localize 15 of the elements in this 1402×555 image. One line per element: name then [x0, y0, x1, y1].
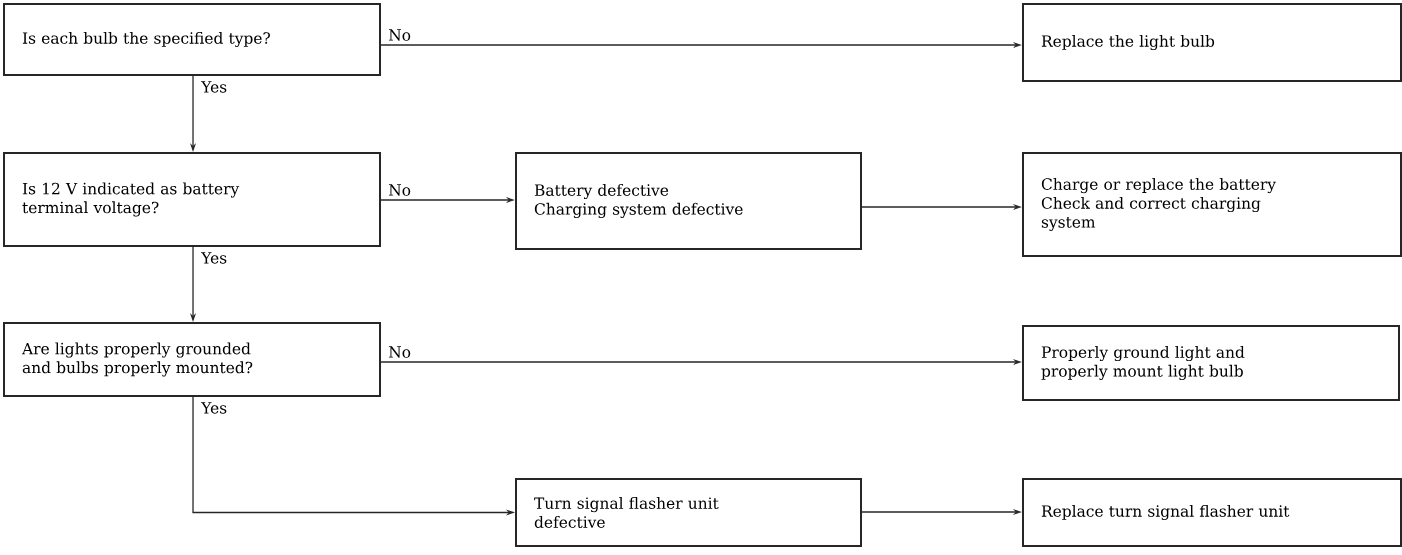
- process-box: Is each bulb the specified type?: [3, 3, 381, 76]
- process-box: Charge or replace the battery Check and correct charging system: [1022, 152, 1402, 257]
- process-box: Are lights properly grounded and bulbs properly mounted?: [3, 322, 381, 397]
- process-box: Is 12 V indicated as battery terminal voltage?: [3, 152, 381, 247]
- edge-label: No: [387, 28, 412, 42]
- process-box: Properly ground light and properly mount light bulb: [1022, 325, 1400, 401]
- process-box: Replace the light bulb: [1022, 3, 1402, 82]
- process-box: Replace turn signal flasher unit: [1022, 478, 1402, 547]
- process-box: Battery defective Charging system defective: [515, 152, 862, 250]
- edge-label: Yes: [200, 401, 229, 415]
- edge-label: No: [387, 183, 412, 197]
- edge-label: Yes: [200, 251, 229, 265]
- edge-label: Yes: [200, 80, 229, 94]
- edge-label: No: [387, 345, 412, 359]
- process-box: Turn signal flasher unit defective: [515, 478, 862, 547]
